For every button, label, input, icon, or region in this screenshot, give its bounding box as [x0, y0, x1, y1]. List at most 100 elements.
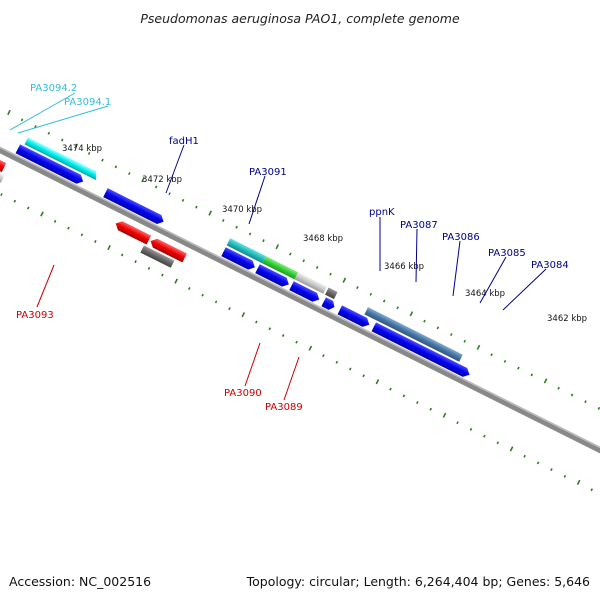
gene-ppnk[interactable]	[226, 238, 267, 264]
scale-tick	[228, 307, 231, 311]
gene-pa3086-segment[interactable]	[294, 272, 327, 294]
scale-tick	[329, 272, 332, 276]
scale-tick	[429, 407, 433, 411]
scale-tick	[241, 312, 246, 318]
gene-pa3087[interactable]	[262, 256, 299, 280]
label-fadh1[interactable]: fadH1	[169, 136, 199, 147]
label-pa3086[interactable]: PA3086	[442, 232, 480, 243]
scale-tick	[268, 327, 272, 331]
leader-pa3094-1	[17, 105, 109, 134]
gene-fwd-c[interactable]	[289, 281, 321, 304]
scale-tick	[248, 232, 252, 236]
gene-fadh1[interactable]	[24, 137, 100, 181]
scale-tick	[134, 260, 137, 264]
scale-tick	[315, 266, 319, 269]
scale-tick	[436, 326, 440, 330]
leader-pa3087	[415, 228, 418, 283]
scale-tick	[362, 374, 365, 378]
gene-pa3092[interactable]	[15, 144, 86, 186]
label-pa3084[interactable]: PA3084	[531, 260, 569, 271]
gene-pa3089[interactable]	[140, 245, 175, 268]
gene-pa3085[interactable]	[337, 305, 372, 329]
scale-tick	[590, 488, 593, 492]
gene-pa3089-red[interactable]	[148, 236, 187, 263]
scale-tick	[295, 340, 298, 344]
scale-tick	[87, 151, 91, 155]
label-pa3087[interactable]: PA3087	[400, 220, 438, 231]
scale-tick	[13, 199, 17, 203]
scale-tick	[281, 333, 285, 337]
scale-label-3470: 3470 kbp	[222, 205, 262, 215]
scale-tick	[80, 233, 84, 237]
scale-tick	[476, 344, 481, 350]
label-leader-lines	[9, 92, 547, 401]
leader-pa3091	[248, 175, 266, 225]
label-pa3089[interactable]: PA3089	[265, 402, 303, 413]
scale-tick	[214, 300, 218, 304]
leader-pa3086	[452, 240, 461, 297]
scale-tick	[483, 434, 486, 438]
scale-tick	[396, 306, 399, 310]
scale-tick	[322, 354, 325, 358]
scale-tick	[389, 387, 392, 391]
gene-pa3090[interactable]	[114, 219, 152, 245]
scale-tick	[442, 412, 447, 418]
scale-tick	[262, 239, 265, 243]
scale-tick	[335, 360, 339, 364]
map-title: Pseudomonas aeruginosa PAO1, complete ge…	[140, 11, 460, 26]
scale-tick	[490, 353, 493, 357]
gene-fwd-a[interactable]	[221, 247, 257, 272]
label-pa3091[interactable]: PA3091	[249, 167, 287, 178]
scale-tick	[576, 479, 581, 485]
scale-tick	[402, 394, 406, 398]
gene-fwd-e[interactable]	[371, 322, 472, 379]
scale-tick	[128, 172, 131, 176]
scale-tick	[382, 299, 386, 303]
scale-tick	[187, 287, 191, 290]
scale-tick	[536, 461, 540, 465]
scale-label-3468: 3468 kbp	[303, 234, 343, 244]
scale-tick	[342, 277, 347, 283]
scale-tick	[275, 244, 280, 250]
scale-tick	[450, 333, 453, 337]
scale-tick	[174, 278, 179, 284]
scale-tick	[289, 252, 292, 256]
scale-tick	[107, 244, 111, 251]
scale-tick	[60, 138, 64, 142]
scale-tick	[409, 311, 414, 317]
scale-tick	[141, 177, 145, 183]
scale-tick	[221, 219, 225, 222]
scale-tick	[47, 131, 51, 135]
label-pa3090[interactable]: PA3090	[224, 388, 262, 399]
label-pa3085[interactable]: PA3085	[488, 248, 526, 259]
scale-tick	[496, 441, 500, 445]
gene-pa3091[interactable]	[103, 188, 166, 226]
gene-pa3086[interactable]	[325, 287, 338, 300]
scale-tick	[469, 427, 473, 431]
leader-pa3094-2	[9, 92, 76, 131]
scale-tick	[40, 211, 44, 217]
gene-fwd-b[interactable]	[255, 264, 291, 289]
scale-tick	[557, 386, 560, 390]
gene-fwd-d[interactable]	[321, 297, 336, 311]
gene-pa3084[interactable]	[364, 307, 463, 362]
scale-tick	[584, 400, 587, 404]
scale-tick	[168, 192, 171, 196]
label-ppnk[interactable]: ppnK	[369, 207, 395, 218]
accession-text: Accession: NC_002516	[9, 574, 151, 589]
gene-labels: PA3094.2 PA3094.1 fadH1 PA3091 ppnK PA30…	[16, 83, 569, 413]
scale-tick	[94, 240, 97, 244]
scale-tick	[120, 253, 124, 257]
label-pa3093[interactable]: PA3093	[16, 310, 54, 321]
label-pa3094-2[interactable]: PA3094.2	[30, 83, 77, 94]
scale-label-3472: 3472 kbp	[142, 175, 182, 185]
scale-tick	[302, 259, 306, 263]
leader-pa3090	[244, 342, 261, 387]
scale-tick	[7, 109, 11, 116]
label-pa3094-1[interactable]: PA3094.1	[64, 97, 111, 108]
scale-tick	[74, 143, 78, 149]
gene-rev-b[interactable]	[0, 140, 7, 173]
scale-tick	[423, 319, 426, 323]
scale-tick	[114, 165, 118, 169]
